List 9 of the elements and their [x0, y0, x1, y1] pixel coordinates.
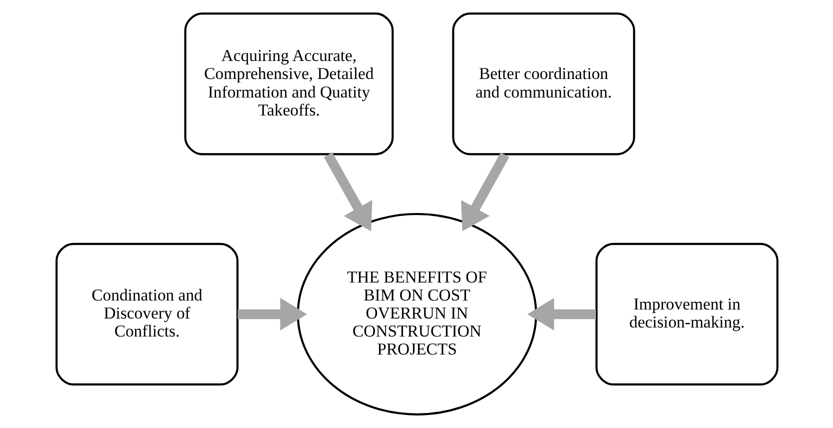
- node-box: Acquiring Accurate, Comprehensive, Detailed Information and Quatity Takeoffs.: [184, 12, 394, 156]
- arrow: [323, 152, 372, 232]
- node-box: Condination and Discovery of Conflicts.: [55, 242, 238, 386]
- node-box: Improvement in decision-making.: [594, 242, 778, 386]
- node-box: Better coordination and communication.: [452, 12, 635, 156]
- node-ellipse: THE BENEFITS OF BIM ON COST OVERRUN IN CONSTRUCTION PROJECTS: [296, 212, 537, 416]
- arrow: [237, 298, 306, 331]
- arrow: [526, 298, 596, 331]
- arrow: [460, 152, 509, 232]
